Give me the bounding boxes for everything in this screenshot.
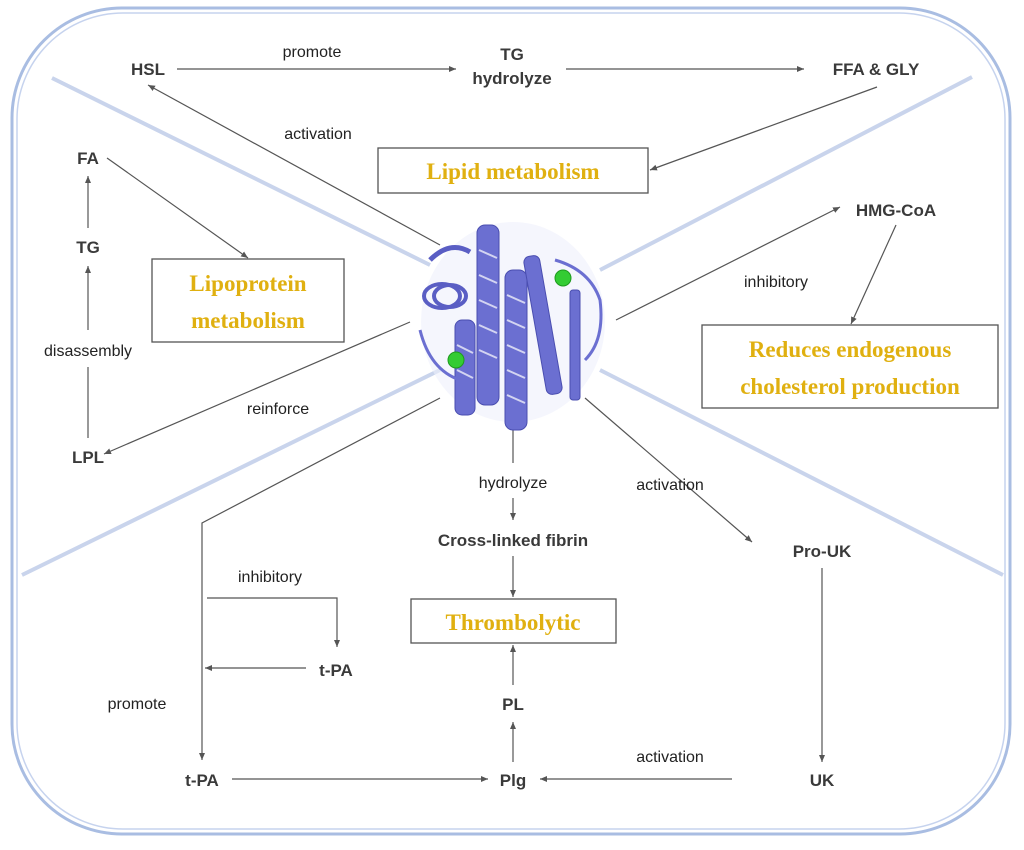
- arrow-hmgcoa-to-cholesterol: [850, 224, 897, 325]
- arrow-inhibitory-to-tpa-mid: [207, 597, 340, 647]
- arrow-enzyme-to-hsl: [147, 84, 441, 246]
- label-disassembly: disassembly: [44, 343, 132, 360]
- divider-top-right: [599, 75, 973, 272]
- effect-box-lipid-metabolism: Lipid metabolism: [377, 147, 649, 194]
- arrow-enzyme-to-prouk: [584, 397, 753, 543]
- node-tpa-bottom: t-PA: [185, 771, 219, 790]
- node-tg-left: TG: [76, 238, 100, 257]
- thrombolytic-label: Thrombolytic: [445, 610, 580, 635]
- arrow-ffa-to-lipid: [649, 86, 878, 171]
- cholesterol-label-line1: Reduces endogenous: [749, 337, 952, 362]
- protein-structure-icon: [418, 222, 605, 431]
- effect-box-cholesterol: Reduces endogenous cholesterol productio…: [701, 324, 999, 409]
- effect-box-thrombolytic: Thrombolytic: [410, 598, 617, 644]
- lipoprotein-label-line1: Lipoprotein: [189, 271, 306, 296]
- nodes: HSL TG hydrolyze FFA & GLY FA TG LPL HMG…: [72, 45, 936, 790]
- outer-frame: [10, 6, 1012, 836]
- frame-inner-border: [16, 12, 1006, 830]
- label-reinforce: reinforce: [247, 401, 309, 418]
- divider-top-left: [51, 76, 431, 267]
- label-inhibitory-hmg: inhibitory: [744, 274, 808, 291]
- lipoprotein-metabolism-box: [151, 258, 345, 343]
- label-hydrolyze-fibrin: hydrolyze: [479, 475, 548, 492]
- label-promote-tpa: promote: [108, 696, 167, 713]
- node-cross-linked-fibrin: Cross-linked fibrin: [438, 531, 588, 550]
- divider-bottom-left: [21, 368, 441, 577]
- effect-box-lipoprotein-metabolism: Lipoprotein metabolism: [151, 258, 345, 343]
- label-activation-prouk: activation: [636, 477, 704, 494]
- lipoprotein-label-line2: metabolism: [191, 308, 305, 333]
- lipid-metabolism-box: [377, 147, 649, 194]
- node-hsl: HSL: [131, 60, 165, 79]
- label-activation-uk: activation: [636, 749, 704, 766]
- cholesterol-label-line2: cholesterol production: [740, 374, 960, 399]
- node-plg: Plg: [500, 771, 526, 790]
- quadrant-dividers: [21, 75, 1004, 577]
- node-lpl: LPL: [72, 448, 104, 467]
- label-activation-hsl: activation: [284, 126, 352, 143]
- node-hmg-coa: HMG-CoA: [856, 201, 936, 220]
- label-promote-top: promote: [283, 44, 342, 61]
- node-fa: FA: [77, 149, 99, 168]
- arrow-enzyme-to-hmgcoa: [615, 206, 841, 321]
- ion-icon: [554, 269, 572, 287]
- cholesterol-box: [701, 324, 999, 409]
- node-pro-uk: Pro-UK: [793, 542, 852, 561]
- node-ffa-gly: FFA & GLY: [833, 60, 920, 79]
- arrow-fa-to-lipoprotein: [106, 157, 249, 259]
- arrow-enzyme-to-tpa-bottom: [199, 397, 441, 760]
- ion-icon: [447, 351, 465, 369]
- edge-labels: promote activation disassembly reinforce…: [44, 44, 808, 766]
- node-tg-top: TG: [500, 45, 524, 64]
- node-tg-hydrolyze: hydrolyze: [472, 69, 551, 88]
- lipid-metabolism-label: Lipid metabolism: [426, 159, 599, 184]
- node-uk: UK: [810, 771, 835, 790]
- node-pl: PL: [502, 695, 524, 714]
- frame-outer-border: [10, 6, 1012, 836]
- arrow-enzyme-to-lpl: [103, 321, 411, 455]
- arrows: [85, 66, 897, 782]
- thrombolytic-box: [410, 598, 617, 644]
- divider-bottom-right: [599, 368, 1004, 577]
- label-inhibitory-tpa: inhibitory: [238, 569, 302, 586]
- node-tpa-mid: t-PA: [319, 661, 353, 680]
